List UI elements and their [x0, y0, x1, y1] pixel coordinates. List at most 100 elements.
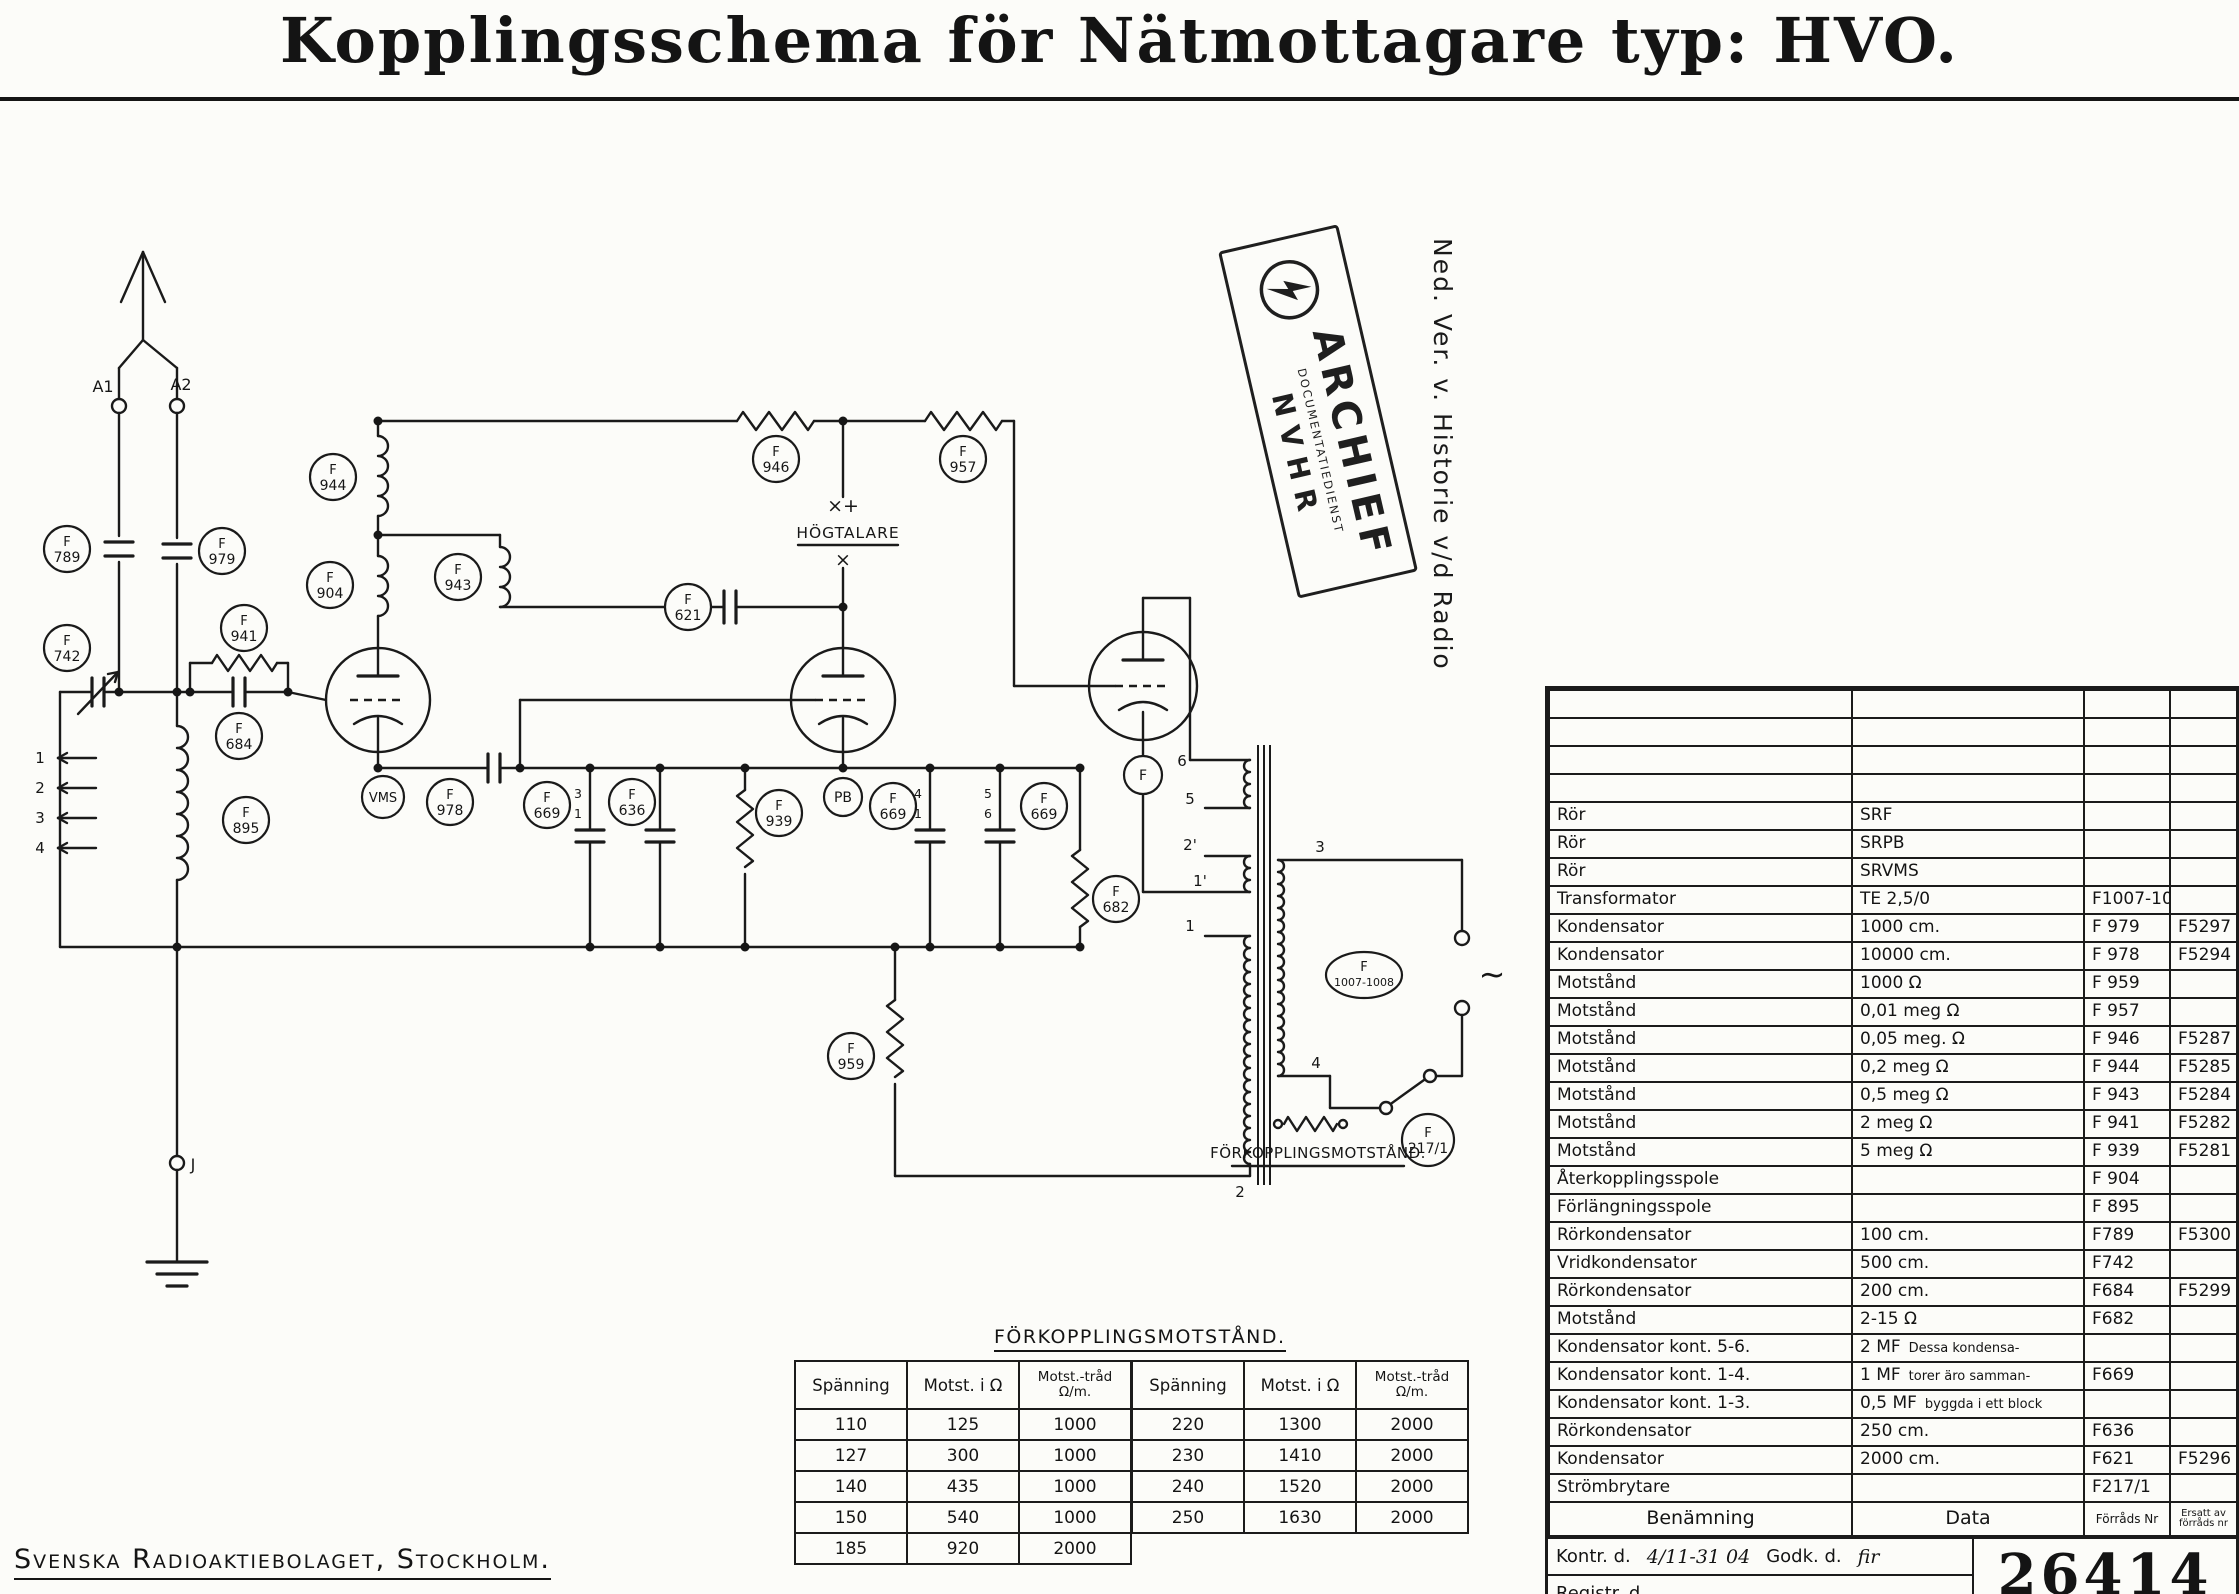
- coil-tap-1: 1: [35, 749, 45, 767]
- part-replaced-no: [2169, 829, 2238, 859]
- parts-row: Motstånd 0,5 meg Ω F 943 F5284: [1548, 1081, 2238, 1111]
- resistance-cell: 125: [906, 1408, 1020, 1441]
- part-name-text: Motstånd: [1557, 1085, 1637, 1106]
- label-f682-t: F: [1112, 885, 1119, 900]
- part-name: Motstånd: [1548, 1109, 1853, 1139]
- component-label-f895: F 895: [221, 795, 271, 845]
- component-label-f621: F 621: [663, 582, 713, 632]
- cap-contact-5: 5: [984, 786, 992, 801]
- part-name: Rörkondensator: [1548, 1417, 1853, 1447]
- part-replaced-no: [2169, 969, 2238, 999]
- part-replaced-no: [2169, 745, 2238, 775]
- resistor-row: 110 125 1000: [794, 1408, 1132, 1441]
- label-f895-t: F: [242, 806, 249, 821]
- part-value-text: SRF: [1860, 805, 1893, 826]
- part-stock-no: F 959: [2083, 969, 2171, 999]
- part-data: 10000 cm.: [1851, 941, 2085, 971]
- part-replaced-no: [2169, 689, 2238, 719]
- part-data: 2 meg Ω: [1851, 1109, 2085, 1139]
- tube-vms: [324, 646, 432, 770]
- resistor-table-1-head: Spänning Motst. i Ω Motst.-tråd Ω/m.: [794, 1360, 1132, 1410]
- resistor-table-2-head: Spänning Motst. i Ω Motst.-tråd Ω/m.: [1131, 1360, 1469, 1410]
- part-stock-text: F789: [2092, 1225, 2135, 1246]
- part-data: 1000 cm.: [1851, 913, 2085, 943]
- part-stock-no: F 979: [2083, 913, 2171, 943]
- part-name-text: Motstånd: [1557, 1309, 1637, 1330]
- label-f959-n: 959: [838, 1057, 865, 1073]
- f959-branch: [885, 945, 1252, 1178]
- part-replaced-text: F5285: [2178, 1057, 2232, 1078]
- part-value-text: 2-15 Ω: [1860, 1309, 1917, 1330]
- part-data: [1851, 1165, 2085, 1195]
- tube-pb-label: PB: [834, 790, 852, 806]
- part-data: 250 cm.: [1851, 1417, 2085, 1447]
- coil-tap-2: 2: [35, 779, 45, 797]
- wire-cell: 2000: [1018, 1532, 1132, 1565]
- part-stock-text: F 895: [2092, 1197, 2140, 1218]
- label-f959-t: F: [847, 1042, 854, 1057]
- parts-row: Strömbrytare F217/1: [1548, 1473, 2238, 1503]
- label-f684-n: 684: [226, 737, 253, 753]
- header-benamning: Benämning: [1548, 1501, 1853, 1537]
- parts-row: [1548, 689, 2238, 719]
- drawing-number: 26414: [1997, 1542, 2213, 1594]
- part-note-text: torer äro samman-: [1908, 1369, 2031, 1385]
- part-value-text: 1000 Ω: [1860, 973, 1922, 994]
- parts-row: Rör SRF: [1548, 801, 2238, 831]
- voltage-cell: 240: [1131, 1470, 1245, 1503]
- part-data: SRVMS: [1851, 857, 2085, 887]
- component-label-f669a: F 669: [522, 780, 572, 830]
- part-replaced-no: [2169, 801, 2238, 831]
- part-replaced-no: F5296: [2169, 1445, 2238, 1475]
- header-ersatt: Ersatt av förråds nr: [2169, 1501, 2238, 1537]
- part-value-text: 0,05 meg. Ω: [1860, 1029, 1965, 1050]
- label-f1007-n: 1007-1008: [1334, 976, 1394, 989]
- label-f979-t: F: [218, 537, 225, 552]
- part-data: SRF: [1851, 801, 2085, 831]
- mid-bus: [376, 752, 1082, 784]
- part-data: [1851, 689, 2085, 719]
- coil-tap-4: 4: [35, 839, 45, 857]
- part-name: Motstånd: [1548, 1305, 1853, 1335]
- part-stock-no: [2083, 745, 2171, 775]
- parts-table: Rör SRF Rör SRPB Rör SRVMS: [1545, 686, 2239, 1594]
- part-name-text: Rörkondensator: [1557, 1281, 1692, 1302]
- kontr-value: 4/11-31 04: [1646, 1545, 1751, 1568]
- part-value-text: 5 meg Ω: [1860, 1141, 1933, 1162]
- anode-coils: [376, 419, 512, 650]
- component-label-f904: F 904: [305, 560, 355, 610]
- junction-dots: [114, 416, 1085, 952]
- component-label-f978: F 978: [425, 777, 475, 827]
- part-replaced-no: F5297: [2169, 913, 2238, 943]
- label-f941-n: 941: [231, 629, 258, 645]
- label-f742-n: 742: [54, 649, 81, 665]
- approval-row: Kontr. d. 4/11-31 04 Godk. d. fir: [1548, 1539, 1972, 1576]
- variable-capacitor: [58, 670, 120, 949]
- part-replaced-no: [2169, 1165, 2238, 1195]
- wire-cell: 2000: [1355, 1408, 1469, 1441]
- resistance-cell: 435: [906, 1470, 1020, 1503]
- cap-contact-1b: 1: [914, 806, 922, 821]
- label-f669c-n: 669: [1031, 807, 1058, 823]
- header-motst: Motst. i Ω: [1243, 1360, 1357, 1410]
- part-name: Kondensator: [1548, 1445, 1853, 1475]
- archive-stamp: ARCHIEF DOCUMENTATIEDIENST NVHR: [1218, 224, 1419, 599]
- label-f669b-n: 669: [880, 807, 907, 823]
- header-trad: Motst.-tråd Ω/m.: [1355, 1360, 1469, 1410]
- title-block-left: Kontr. d. 4/11-31 04 Godk. d. fir Regist…: [1548, 1539, 1974, 1594]
- part-name-text: Rörkondensator: [1557, 1225, 1692, 1246]
- part-name-text: Kondensator kont. 1-4.: [1557, 1365, 1751, 1386]
- part-name: Transformator: [1548, 885, 1853, 915]
- part-stock-text: F621: [2092, 1449, 2135, 1470]
- resistor-table-1: Spänning Motst. i Ω Motst.-tråd Ω/m. 110…: [794, 1360, 1132, 1565]
- xfmr-tap-3: 3: [1315, 838, 1325, 856]
- part-name: Rörkondensator: [1548, 1277, 1853, 1307]
- label-f636-t: F: [628, 788, 635, 803]
- part-value-text: 0,01 meg Ω: [1860, 1001, 1960, 1022]
- part-name: Rör: [1548, 829, 1853, 859]
- terminal-a2-label: A2: [170, 375, 191, 394]
- part-stock-no: F684: [2083, 1277, 2171, 1307]
- component-label-f939: F 939: [754, 788, 804, 838]
